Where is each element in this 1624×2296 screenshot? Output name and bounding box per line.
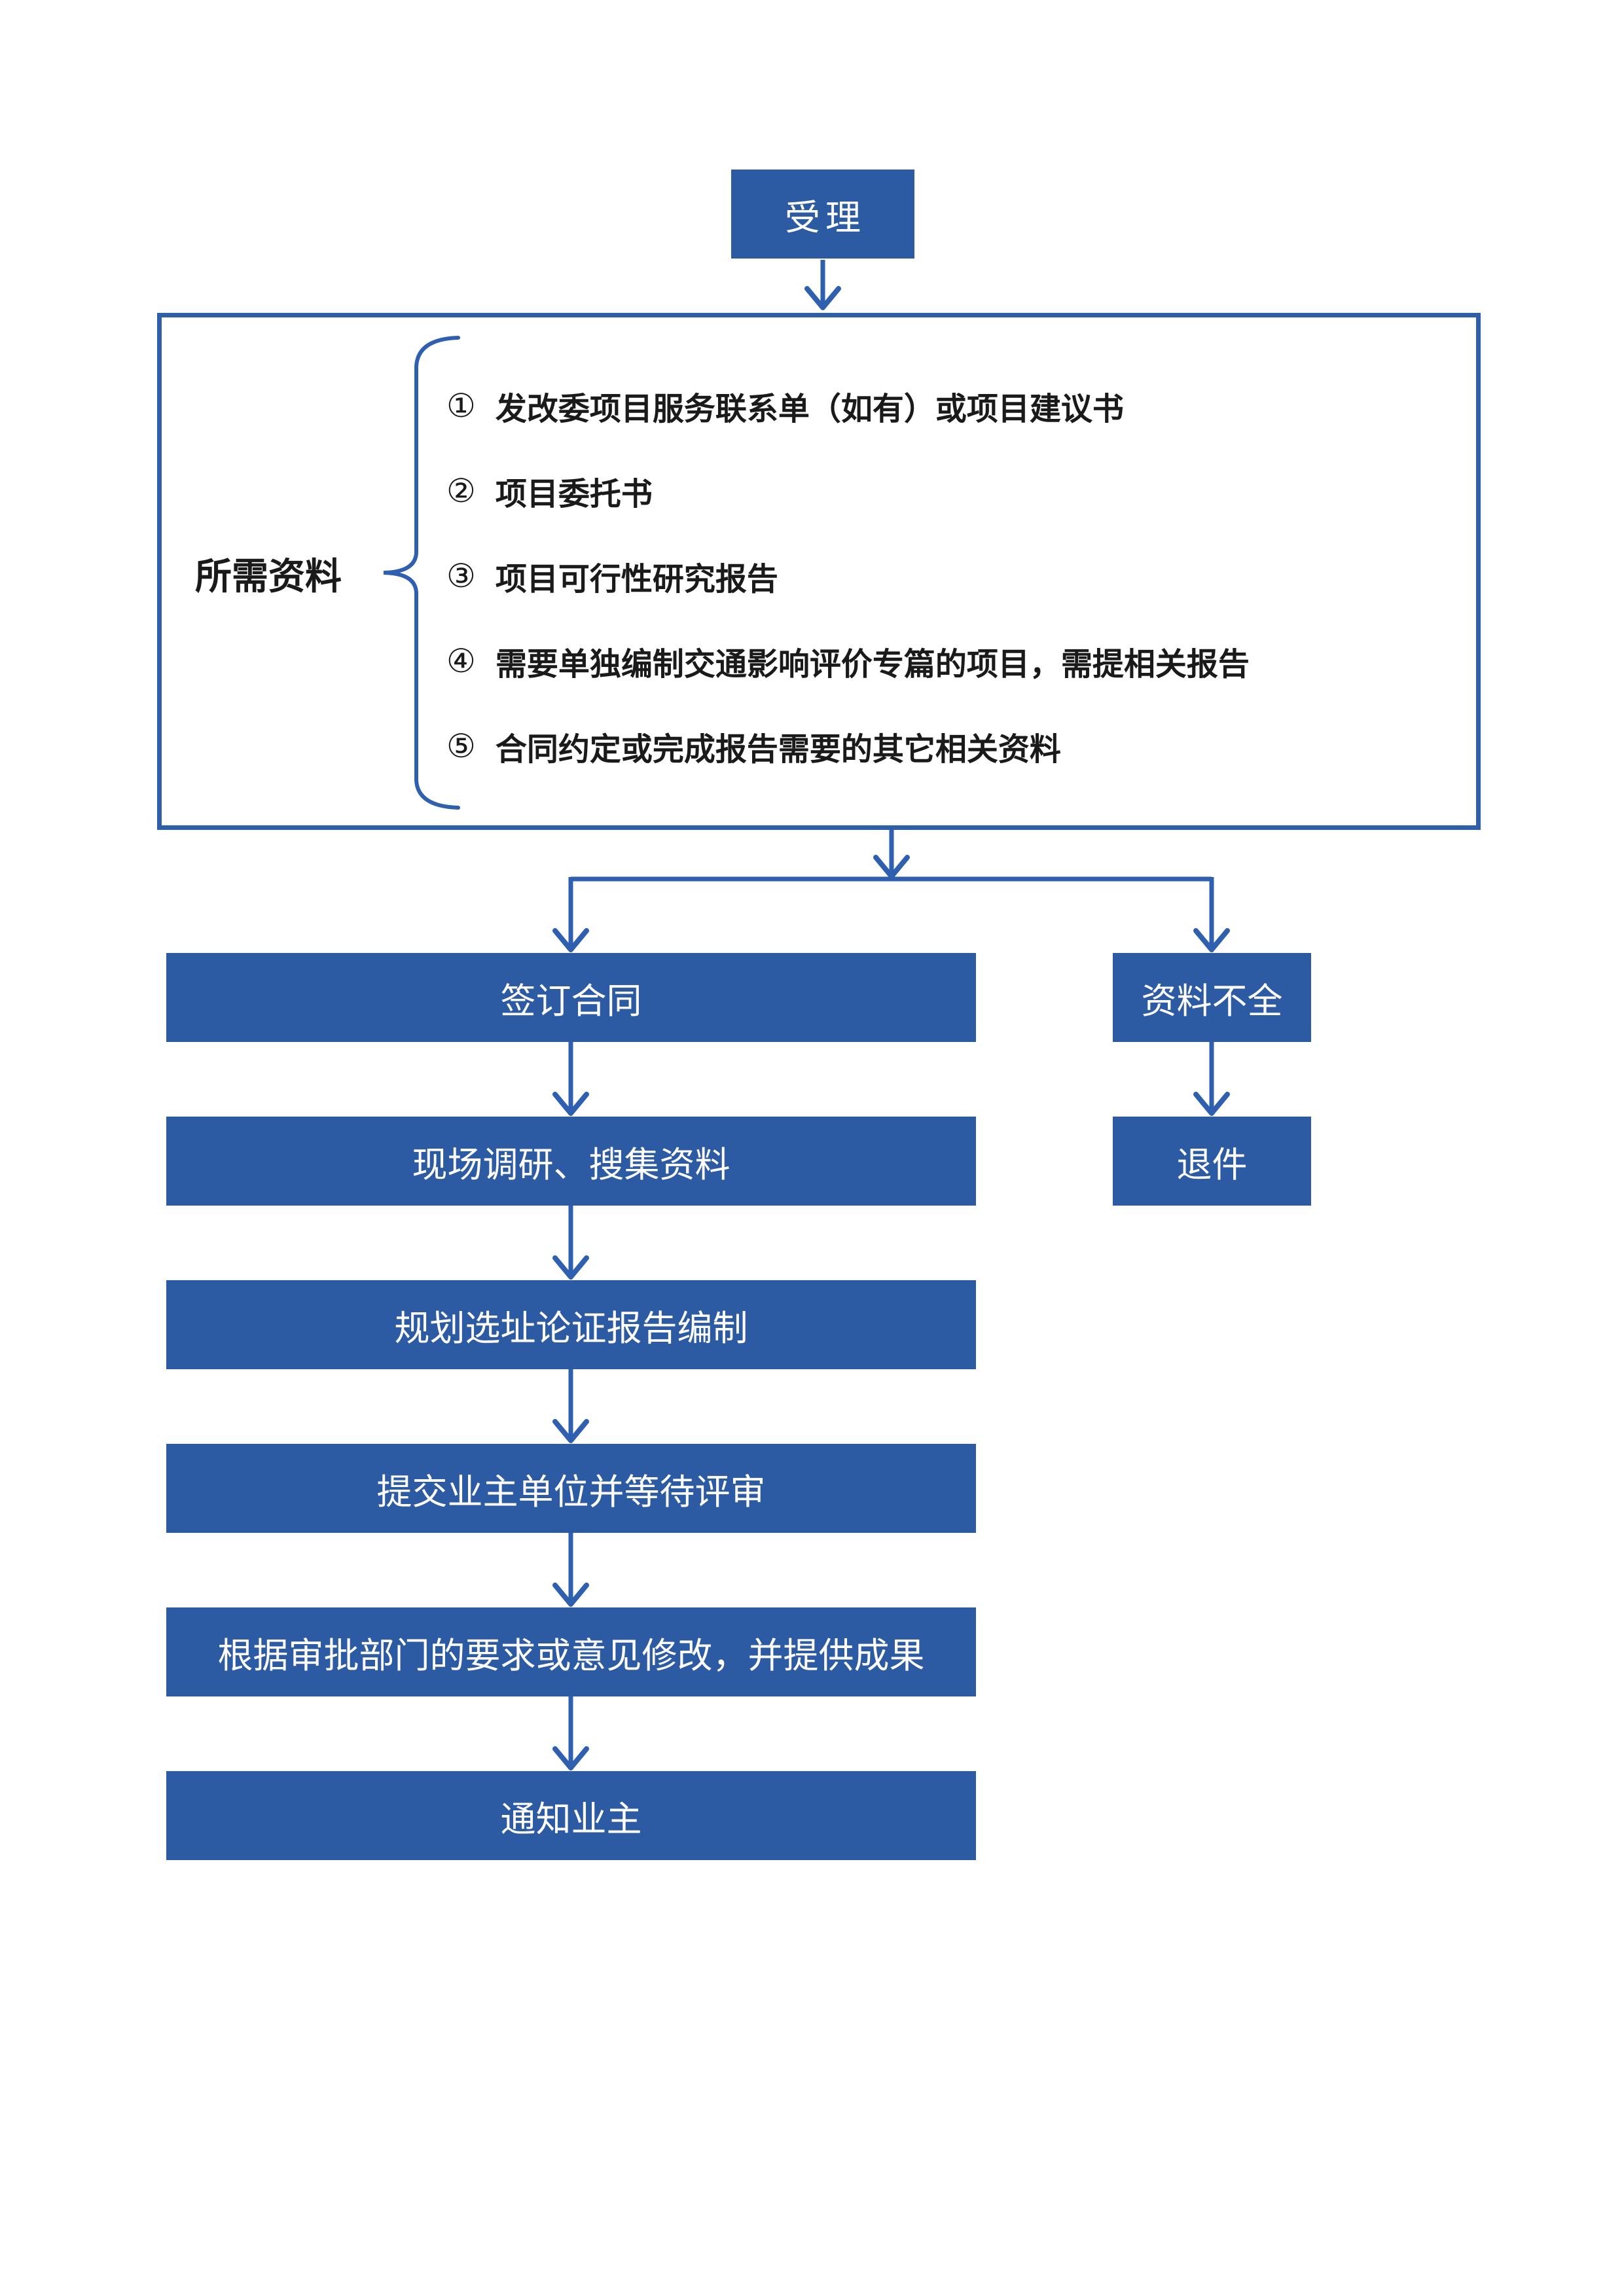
- materials-label: 所需资料: [195, 556, 342, 597]
- flow-node-incomplete-materials: 资料不全: [1113, 953, 1311, 1042]
- flow-node-sign-contract: 签订合同: [166, 953, 976, 1042]
- material-item-5-number: ⑤: [446, 728, 476, 764]
- flow-node-return-case: 退件: [1113, 1117, 1311, 1206]
- material-item-4-text: 需要单独编制交通影响评价专篇的项目，需提相关报告: [495, 647, 1250, 682]
- arrow-branch-to-incomplete: [1193, 877, 1230, 952]
- flow-node-submit-owner-label: 提交业主单位并等待评审: [376, 1472, 766, 1512]
- arrow-branch-to-sign-contract: [552, 877, 589, 952]
- material-item-1: ① 发改委项目服务联系单（如有）或项目建议书: [446, 382, 1124, 429]
- arrow-materials-to-branch: [873, 825, 910, 879]
- flow-node-submit-owner: 提交业主单位并等待评审: [166, 1444, 976, 1533]
- material-item-1-text: 发改委项目服务联系单（如有）或项目建议书: [495, 392, 1124, 427]
- flow-node-revise-per-approval: 根据审批部门的要求或意见修改，并提供成果: [166, 1607, 976, 1696]
- flow-node-start-label: 受理: [785, 198, 866, 238]
- arrow-main-4-5: [552, 1533, 589, 1607]
- material-item-2-number: ②: [446, 473, 476, 509]
- material-item-4: ④ 需要单独编制交通影响评价专篇的项目，需提相关报告: [446, 637, 1250, 685]
- arrow-start-to-materials: [804, 260, 841, 310]
- flow-node-site-research-label: 现场调研、搜集资料: [412, 1145, 731, 1185]
- flow-node-report-compilation: 规划选址论证报告编制: [166, 1280, 976, 1369]
- flow-node-start: 受理: [731, 170, 914, 259]
- material-item-5: ⑤ 合同约定或完成报告需要的其它相关资料: [446, 723, 1061, 770]
- materials-frame: [157, 313, 1481, 830]
- flow-node-revise-per-approval-label: 根据审批部门的要求或意见修改，并提供成果: [217, 1636, 925, 1676]
- material-item-3-text: 项目可行性研究报告: [495, 562, 778, 597]
- flow-node-return-case-label: 退件: [1176, 1145, 1248, 1185]
- flow-node-report-compilation-label: 规划选址论证报告编制: [394, 1308, 748, 1348]
- material-item-1-number: ①: [446, 387, 476, 424]
- flow-node-notify-owner-label: 通知业主: [500, 1799, 642, 1839]
- arrow-main-5-6: [552, 1696, 589, 1770]
- material-item-3: ③ 项目可行性研究报告: [446, 552, 778, 600]
- flow-node-site-research: 现场调研、搜集资料: [166, 1117, 976, 1206]
- arrow-main-2-3: [552, 1206, 589, 1280]
- arrow-main-1-2: [552, 1042, 589, 1116]
- material-item-4-number: ④: [446, 643, 476, 679]
- material-item-3-number: ③: [446, 558, 476, 594]
- flow-node-notify-owner: 通知业主: [166, 1771, 976, 1860]
- material-item-5-text: 合同约定或完成报告需要的其它相关资料: [495, 732, 1061, 767]
- flow-node-incomplete-materials-label: 资料不全: [1141, 981, 1283, 1021]
- material-item-2-text: 项目委托书: [495, 477, 653, 512]
- arrow-incomplete-to-return: [1193, 1042, 1230, 1116]
- flow-node-sign-contract-label: 签订合同: [500, 981, 642, 1021]
- material-item-2: ② 项目委托书: [446, 467, 653, 514]
- arrow-main-3-4: [552, 1369, 589, 1443]
